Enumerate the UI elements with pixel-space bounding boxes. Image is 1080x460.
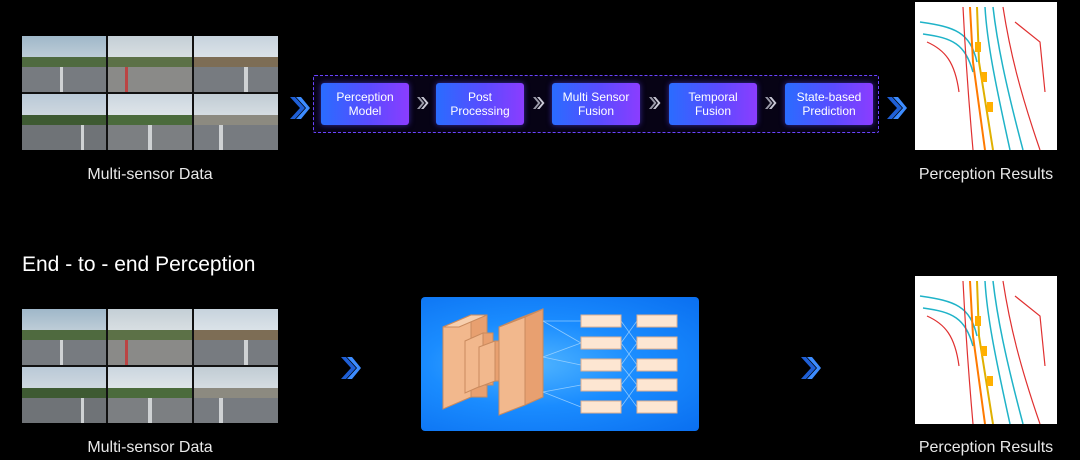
chevron-right-icon bbox=[417, 97, 429, 109]
fc-node bbox=[580, 314, 622, 328]
camera-image bbox=[108, 94, 192, 150]
camera-image bbox=[194, 94, 278, 150]
camera-image bbox=[108, 309, 192, 365]
camera-image bbox=[194, 309, 278, 365]
camera-image bbox=[22, 309, 106, 365]
output-caption-bottom: Perception Results bbox=[918, 439, 1054, 456]
chevron-right-icon bbox=[341, 357, 361, 379]
camera-image bbox=[22, 36, 106, 92]
stage-label: Post bbox=[467, 90, 492, 104]
stage-label: Perception bbox=[336, 90, 394, 104]
conv-layer-block bbox=[498, 308, 544, 416]
chevron-right-icon bbox=[290, 97, 310, 119]
stage-label: Fusion bbox=[577, 104, 614, 118]
neural-network-panel bbox=[421, 297, 699, 431]
chevron-right-icon bbox=[887, 97, 907, 119]
camera-image bbox=[194, 367, 278, 423]
stage-label: Processing bbox=[450, 104, 510, 118]
stage-label: Temporal bbox=[688, 90, 738, 104]
section-title: End - to - end Perception bbox=[22, 253, 256, 276]
stage-label: State-based bbox=[796, 90, 862, 104]
camera-image bbox=[194, 36, 278, 92]
camera-image bbox=[22, 94, 106, 150]
input-caption-top: Multi-sensor Data bbox=[87, 166, 213, 183]
chevron-right-icon bbox=[801, 357, 821, 379]
fc-node bbox=[636, 336, 678, 350]
fc-node bbox=[636, 314, 678, 328]
fc-node bbox=[636, 400, 678, 414]
stage-label: Fusion bbox=[694, 104, 731, 118]
chevron-right-icon bbox=[649, 97, 661, 109]
camera-grid-bottom bbox=[22, 309, 278, 423]
fc-node bbox=[580, 336, 622, 350]
fc-node bbox=[580, 378, 622, 392]
perception-result-map-bottom bbox=[915, 276, 1057, 424]
camera-image bbox=[22, 367, 106, 423]
fc-node bbox=[580, 358, 622, 372]
chevron-right-icon bbox=[533, 97, 545, 109]
fc-node bbox=[580, 400, 622, 414]
perception-result-map-top bbox=[915, 2, 1057, 150]
fc-node bbox=[636, 378, 678, 392]
input-caption-bottom: Multi-sensor Data bbox=[87, 439, 213, 456]
stage-label: Model bbox=[348, 104, 382, 118]
fc-node bbox=[636, 358, 678, 372]
stage-label: Multi Sensor bbox=[562, 90, 630, 104]
output-caption-top: Perception Results bbox=[918, 166, 1054, 183]
chevron-right-icon bbox=[765, 97, 777, 109]
camera-grid-top bbox=[22, 36, 278, 150]
stage-label: Prediction bbox=[802, 104, 856, 118]
camera-image bbox=[108, 367, 192, 423]
camera-image bbox=[108, 36, 192, 92]
